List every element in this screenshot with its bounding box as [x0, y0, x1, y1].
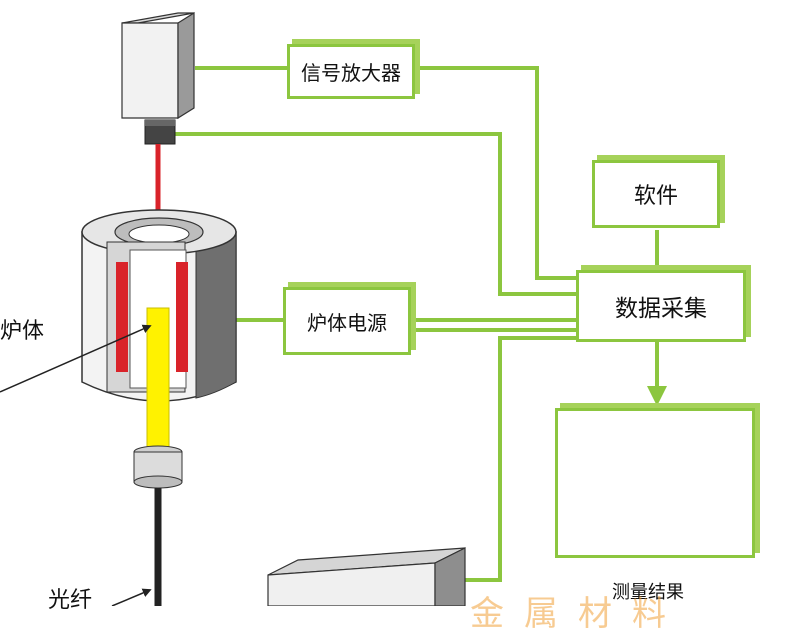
detector-unit: [121, 11, 195, 145]
sample-rod: [146, 307, 170, 451]
watermark: 金属材料: [470, 594, 686, 634]
data-acquisition-label: 数据采集: [615, 296, 707, 322]
furnace-pointer: [0, 324, 152, 393]
connection-lines: [175, 66, 667, 582]
software-label: 软件: [633, 184, 678, 209]
furnace-power-label: 炉体电源: [307, 310, 387, 335]
furnace-label: 炉体: [0, 319, 45, 344]
furnace-body: [81, 209, 237, 402]
bottom-device: [267, 547, 466, 606]
signal-amplifier-label: 信号放大器: [301, 61, 401, 85]
furnace-power-box: 炉体电源: [283, 287, 411, 355]
fiber-connector: [133, 445, 183, 489]
data-acquisition-box: 数据采集: [576, 270, 746, 342]
measurement-result-caption: 测量结果: [612, 582, 684, 603]
fiber-pointer: [111, 588, 152, 606]
diagram-canvas: 信号放大器 软件 数据采集 炉体电源 测量结果 炉体 光纤 金属材料: [0, 11, 755, 634]
software-box: 软件: [592, 160, 720, 228]
fiber-label: 光纤: [48, 588, 93, 613]
measurement-result-box: [555, 408, 755, 558]
signal-amplifier-box: 信号放大器: [287, 44, 415, 99]
